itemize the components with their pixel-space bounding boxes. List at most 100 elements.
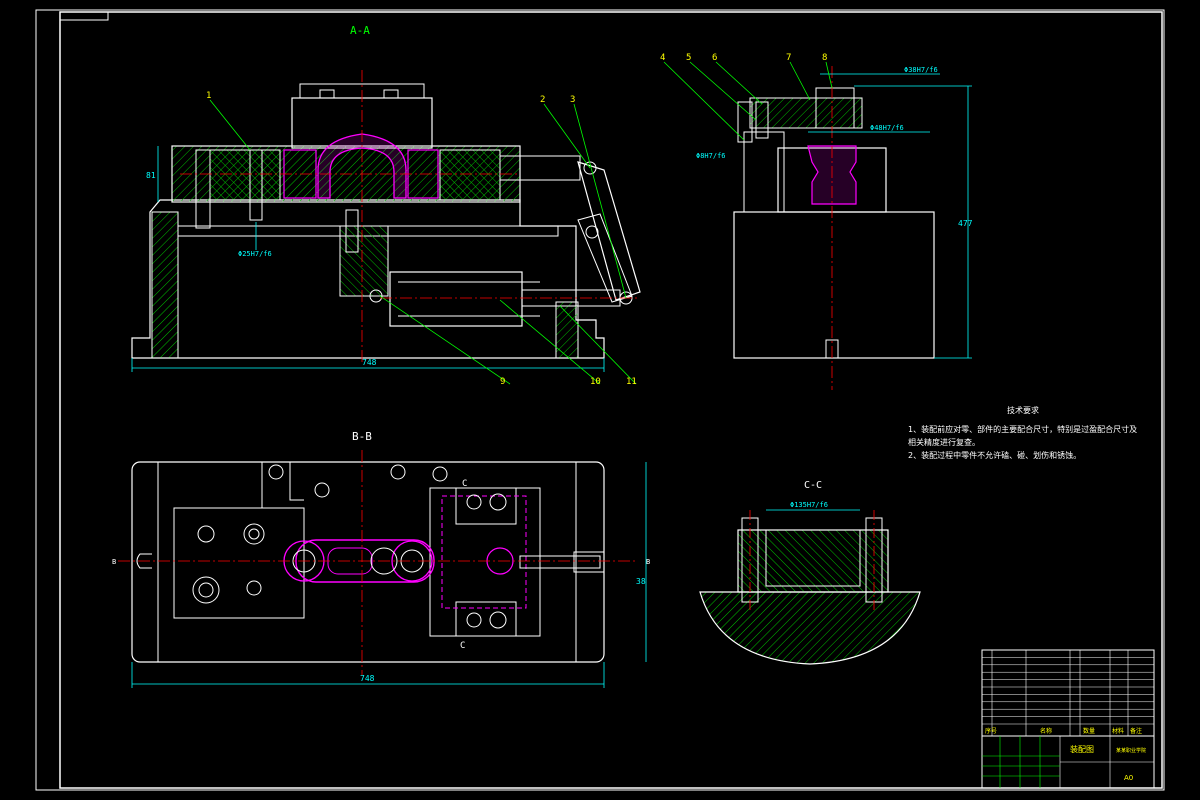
leader-9 [379, 295, 511, 385]
bb-width-dim: 748 [360, 674, 375, 683]
leader-7 [789, 61, 811, 101]
header-note: 备注 [1130, 727, 1142, 735]
plan-bolt-11 [466, 612, 482, 628]
pivot-top [583, 161, 597, 175]
block-right-hatch [439, 149, 501, 201]
header-qty: 数量 [1083, 727, 1095, 735]
base-hatch-mid [339, 225, 389, 297]
lever-arm [577, 161, 641, 301]
section-mark-c-top: C [462, 479, 467, 489]
plan-rod-end [573, 551, 605, 573]
side-screw [737, 101, 753, 143]
plan-bolt-3-inner [198, 582, 214, 598]
cap-screw-right [383, 89, 399, 99]
air-cylinder [389, 271, 523, 327]
leader-6 [715, 61, 763, 105]
balloon-4: 4 [660, 53, 665, 63]
section-aa-label: A-A [350, 24, 370, 37]
tech-requirements: 技术要求 1、装配前应对零、部件的主要配合尺寸，特别是过盈配合尺寸及相关精度进行… [908, 404, 1138, 462]
plan-dashed-frame [441, 495, 527, 609]
pivot-cyl [369, 289, 383, 303]
aa-width-dim: 748 [362, 358, 377, 367]
sheet-border [35, 9, 1165, 791]
cc-inner-part [765, 529, 861, 587]
tech-item-2: 2、装配过程中零件不允许磕、碰、划伤和锈蚀。 [908, 451, 1082, 460]
section-mark-b-left: B [112, 558, 116, 566]
plan-bolt-7 [390, 464, 406, 480]
plan-bolt-12 [489, 611, 507, 629]
plan-right-frame [429, 487, 541, 637]
plan-boss-right [391, 540, 433, 582]
fit-cc-dim: Φ135H7/f6 [790, 501, 828, 509]
balloon-1: 1 [206, 91, 211, 101]
centre-stud [345, 209, 359, 253]
bb-height-dim: 38 [636, 577, 646, 586]
leader-11 [559, 305, 637, 385]
section-cc-view: C-C Φ135H7/f6 [699, 480, 921, 665]
balloon-9: 9 [500, 377, 505, 387]
section-bb-label: B-B [352, 430, 372, 443]
tech-heading: 技术要求 [1007, 406, 1039, 415]
leader-1 [209, 99, 251, 151]
section-aa-view: A-A [131, 24, 641, 387]
plan-rod [519, 555, 601, 569]
fit-mid-dim: Φ48H7/f6 [870, 124, 904, 132]
workpiece-section [317, 133, 407, 199]
side-clamp-head [815, 87, 855, 129]
school-name: 某某职业学院 [1116, 747, 1146, 754]
side-base-block [733, 211, 935, 359]
leader-2 [543, 103, 591, 169]
balloon-11: 11 [626, 377, 637, 387]
plan-bolt-8 [432, 466, 448, 482]
plan-bolt-1 [243, 523, 265, 545]
base-hatch-left [151, 211, 179, 359]
drawing-name: 装配图 [1070, 744, 1094, 754]
base-hatch-right [555, 301, 579, 359]
side-height-dim: 477 [958, 219, 973, 228]
leader-10 [499, 299, 601, 385]
tech-item-1: 1、装配前应对零、部件的主要配合尺寸，特别是过盈配合尺寸及相关精度进行复查。 [908, 425, 1138, 447]
sheet-size: A0 [1124, 774, 1133, 782]
plan-bolt-5 [268, 464, 284, 480]
fit-side-dim: Φ8H7/f6 [696, 152, 726, 160]
fit-top-dim: Φ38H7/f6 [904, 66, 938, 74]
cc-base-arc [699, 591, 921, 665]
plan-bolt-1-inner [248, 528, 260, 540]
locating-pin-mid [249, 149, 263, 221]
leader-5 [689, 61, 757, 121]
cc-clamp-block [737, 529, 889, 593]
balloon-8: 8 [822, 53, 827, 63]
plan-center-boss [370, 547, 398, 575]
leader-4 [663, 61, 745, 141]
balloon-5: 5 [686, 53, 691, 63]
plan-bolt-4 [246, 580, 262, 596]
drawing-code-box [59, 11, 109, 21]
side-upper-lip [743, 131, 785, 213]
title-block: 序号 名称 数量 材料 备注 装配图 某某职业学院 A0 [981, 649, 1155, 789]
block-left-hatch [209, 149, 281, 201]
leader-3 [573, 103, 627, 299]
fit-small-dim: Φ25H7/f6 [238, 250, 272, 258]
header-material: 材料 [1112, 727, 1124, 735]
leader-8 [825, 61, 833, 89]
plan-bolt-2 [197, 525, 215, 543]
section-mark-c-bottom: C [460, 641, 465, 651]
drawing-frame [59, 11, 1163, 789]
pivot-mid [585, 225, 599, 239]
balloon-2: 2 [540, 95, 545, 105]
header-index: 序号 [985, 727, 997, 735]
cap-screw-left [319, 89, 335, 99]
locating-pin-left [195, 149, 211, 229]
plan-right-bottom [455, 601, 517, 637]
plan-bolt-9 [466, 494, 482, 510]
balloon-6: 6 [712, 53, 717, 63]
aa-height-dim: 81 [146, 171, 156, 180]
plan-bolt-6 [314, 482, 330, 498]
balloon-10: 10 [590, 377, 601, 387]
plan-inner-plate [157, 461, 577, 663]
section-bb-view: B-B [112, 430, 650, 688]
side-view: 477 Φ38H7/f6 Φ48H7/f6 Φ8H7/f6 4 5 6 7 8 [660, 53, 973, 390]
plan-base-plate [131, 461, 605, 663]
plan-bolt-3 [192, 576, 220, 604]
